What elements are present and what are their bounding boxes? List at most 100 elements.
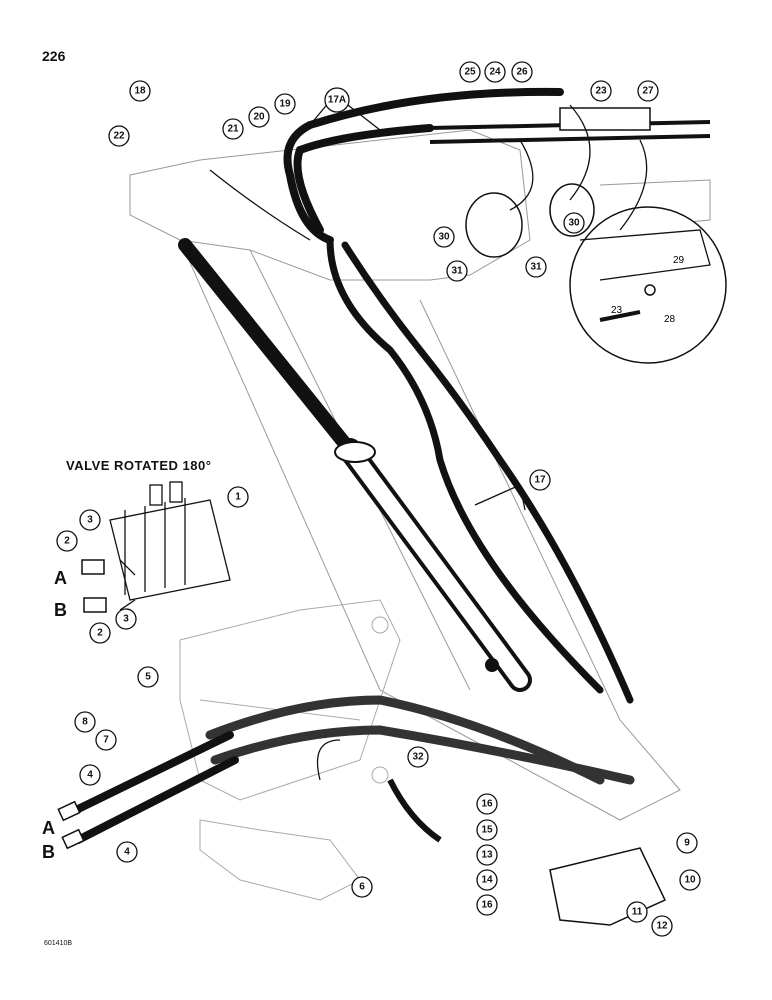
callout-c12: 12 [651,915,673,937]
detail-label-d23: 23 [611,305,623,316]
callout-circle [590,80,612,102]
callout-circle [651,915,673,937]
frame-outline [179,599,401,901]
callout-circle [115,608,137,630]
callout-number: 30 [438,232,450,243]
callout-number: 32 [412,752,424,763]
callout-circle [446,260,468,282]
callout-circle [459,61,481,83]
callout-c17a: 17A [324,87,350,113]
boom-cylinder [178,238,532,692]
callout-number: 21 [227,124,239,135]
callout-circle [476,869,498,891]
hose-17a [283,87,564,244]
callout-number: 12 [656,921,668,932]
callout-c23: 23 [590,80,612,102]
callout-number: 15 [481,825,493,836]
callout-c11: 11 [626,901,648,923]
detail-label-d28: 28 [664,314,676,325]
callout-number: 13 [481,850,493,861]
callout-circle [129,80,151,102]
callout-circle [525,256,547,278]
callout-circle [274,93,296,115]
callout-circle [433,226,455,248]
callout-c31a: 31 [446,260,468,282]
callout-c20: 20 [248,106,270,128]
callout-circle [626,901,648,923]
callout-c4a: 4 [79,764,101,786]
callout-circle [484,61,506,83]
callout-circle [89,622,111,644]
callout-c2b: 2 [89,622,111,644]
hose-b-label: B [42,842,55,862]
callout-circle [79,509,101,531]
callout-circle [407,746,429,768]
hose-a-label: A [42,818,55,838]
callout-circle [137,666,159,688]
callout-circle [529,469,551,491]
callout-number: 5 [145,672,151,683]
callout-number: 17 [534,475,546,486]
callout-number: 6 [359,882,365,893]
callout-number: 4 [124,847,130,858]
callout-number: 9 [684,838,690,849]
callout-circle [563,212,585,234]
callout-circle [95,729,117,751]
callout-number: 20 [253,112,265,123]
callout-c30b: 30 [563,212,585,234]
callout-number: 11 [632,907,643,918]
callout-circle [79,764,101,786]
callout-circle [248,106,270,128]
callout-number: 16 [481,900,493,911]
callout-circle [116,841,138,863]
callout-c27: 27 [637,80,659,102]
callout-c31b: 31 [525,256,547,278]
callout-number: 17A [328,95,346,106]
callout-c6: 6 [351,876,373,898]
callout-circle [676,832,698,854]
leader-arrows [119,94,648,781]
callout-c22: 22 [108,125,130,147]
callout-number: 23 [595,86,607,97]
callout-circle [56,530,78,552]
clamps [387,183,595,843]
hose-4-pair [68,731,239,844]
callout-number: 8 [82,717,88,728]
callout-c16a: 16 [476,793,498,815]
port-a-label: A [54,568,67,588]
callout-circle [351,876,373,898]
page-number: 226 [42,48,66,64]
callout-number: 14 [481,875,493,886]
callout-c3b: 3 [115,608,137,630]
callout-c4b: 4 [116,841,138,863]
callout-c19: 19 [274,93,296,115]
callout-number: 1 [235,492,241,503]
callout-c14: 14 [476,869,498,891]
hose-17 [326,236,634,704]
callout-circle [679,869,701,891]
callout-number: 31 [530,262,542,273]
callout-c24: 24 [484,61,506,83]
callout-c5: 5 [137,666,159,688]
detail-circle [569,206,727,364]
valve-rotated-caption: VALVE ROTATED 180° [66,458,212,473]
callout-c26: 26 [511,61,533,83]
callout-number: 4 [87,770,93,781]
callout-number: 27 [642,86,654,97]
callout-circle [476,844,498,866]
callout-number: 18 [134,86,146,97]
callout-circle [476,894,498,916]
callout-number: 24 [489,67,501,78]
detail-label-d29: 29 [673,255,685,266]
callout-c10: 10 [679,869,701,891]
callout-c8: 8 [74,711,96,733]
callout-c21: 21 [222,118,244,140]
callout-number: 10 [684,875,696,886]
callout-c1: 1 [227,486,249,508]
callout-c7: 7 [95,729,117,751]
callout-number: 2 [97,628,103,639]
callout-circle [74,711,96,733]
callout-number: 16 [481,799,493,810]
callout-number: 26 [516,67,528,78]
callout-number: 2 [64,536,70,547]
